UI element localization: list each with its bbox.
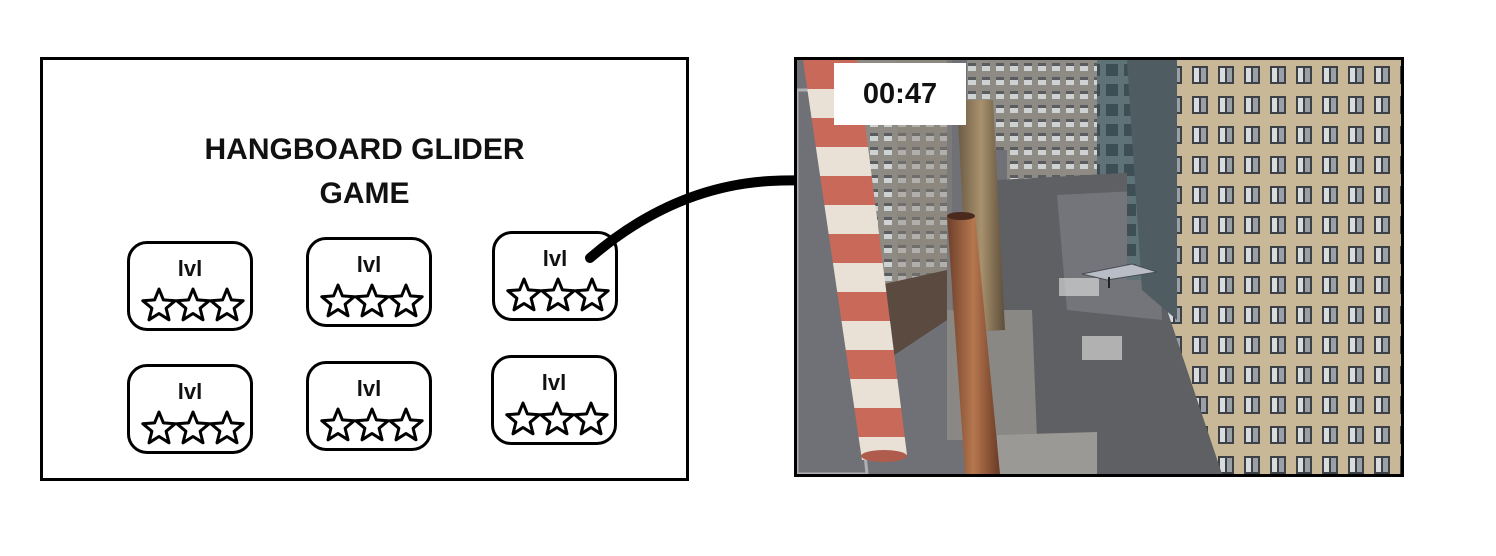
star-icon [141,287,177,322]
star-icon [540,277,576,312]
skyscraper-side [1127,60,1177,320]
star-icon [320,407,356,442]
level-button-1[interactable]: lvl [127,241,253,331]
glider-icon [1081,263,1158,281]
gameplay-view: 00:47 [794,57,1404,477]
star-icon [175,287,211,322]
star-icon [505,401,541,436]
crosswalk [1082,336,1122,360]
crosswalk [1059,278,1099,296]
level-button-3[interactable]: lvl [492,231,618,321]
star-icon [388,283,424,318]
star-icon [209,410,245,445]
skyscraper [1157,60,1401,474]
star-icon [574,277,610,312]
level-select-screen: HANGBOARD GLIDER GAME lvl lvl lvl lvl lv… [40,57,689,481]
level-label: lvl [542,246,568,271]
star-rating [504,400,610,438]
game-title-line-1: HANGBOARD GLIDER [204,133,525,166]
rooftop [997,432,1097,474]
star-rating [140,286,246,324]
chimney-red-white [803,60,907,460]
star-icon [175,410,211,445]
timer-display: 00:47 [834,63,966,125]
level-label: lvl [356,252,382,277]
star-icon [506,277,542,312]
level-label: lvl [541,370,567,395]
star-icon [388,407,424,442]
level-button-5[interactable]: lvl [306,361,432,451]
timer-text: 00:47 [862,77,938,110]
level-button-6[interactable]: lvl [491,355,617,445]
star-icon [354,283,390,318]
chimney-rust [947,215,1000,474]
level-label: lvl [177,379,203,404]
level-label: lvl [356,376,382,401]
star-icon [539,401,575,436]
star-rating [319,282,425,320]
level-button-4[interactable]: lvl [127,364,253,454]
star-icon [573,401,609,436]
game-title: HANGBOARD GLIDER GAME [43,128,686,216]
level-label: lvl [177,256,203,281]
star-rating [505,276,611,314]
star-rating [140,409,246,447]
star-icon [209,287,245,322]
star-icon [320,283,356,318]
city-scene [797,60,1401,474]
star-rating [319,406,425,444]
star-icon [354,407,390,442]
level-button-2[interactable]: lvl [306,237,432,327]
game-title-line-2: GAME [319,177,410,210]
star-icon [141,410,177,445]
